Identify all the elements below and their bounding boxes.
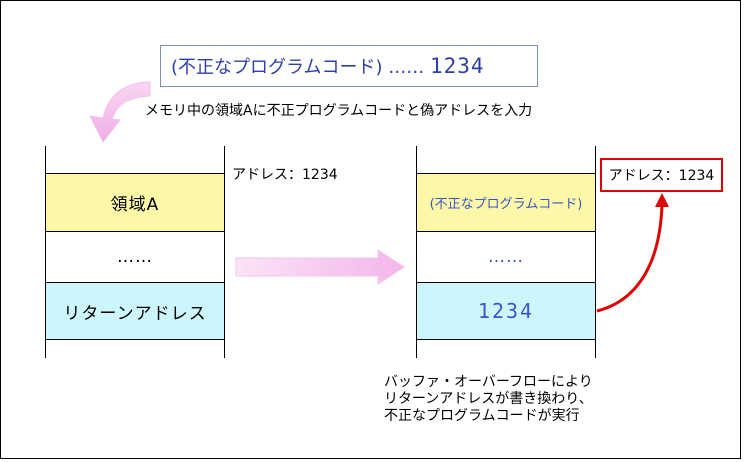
right-memory-stack: (不正なプログラムコード) …… 1234 [416, 146, 596, 358]
jump-arrow [596, 204, 664, 313]
left-memory-stack: 領域A …… リターンアドレス [45, 146, 225, 358]
right-ellipsis-label: …… [488, 247, 524, 267]
left-ellipsis-label: …… [117, 247, 153, 267]
caption-bottom-line2: リターンアドレスが書き換わり、 [384, 391, 593, 407]
caption-bottom-line3: 不正なプログラムコードが実行 [384, 408, 580, 424]
left-address-label: アドレス：1234 [232, 167, 338, 183]
caption-top: メモリ中の領域Aに不正プログラムコードと偽アドレスを入力 [145, 103, 533, 119]
caption-bottom-line1: バッファ・オーバーフローにより [384, 374, 593, 390]
payload-box: (不正なプログラムコード) …… 1234 [160, 45, 538, 87]
left-area-a-cell: 領域A [46, 173, 224, 231]
right-code-label: (不正なプログラムコード) [429, 197, 583, 212]
left-return-address-cell: リターンアドレス [46, 282, 224, 340]
jump-arrow-head [655, 193, 669, 207]
transition-arrow [235, 249, 405, 285]
right-ellipsis-cell: …… [417, 231, 595, 282]
right-address-label: アドレス：1234 [608, 168, 715, 184]
right-return-address-cell: 1234 [417, 282, 595, 340]
left-area-a-label: 領域A [110, 195, 160, 215]
caption-bottom: バッファ・オーバーフローにより リターンアドレスが書き換わり、 不正なプログラム… [384, 374, 593, 425]
right-code-cell: (不正なプログラムコード) [417, 173, 595, 231]
right-address-box: アドレス：1234 [600, 158, 723, 192]
right-return-address-value: 1234 [477, 299, 535, 323]
payload-text: (不正なプログラムコード) …… 1234 [171, 54, 485, 78]
left-ellipsis-cell: …… [46, 231, 224, 282]
payload-address: 1234 [429, 54, 485, 78]
left-return-address-label: リターンアドレス [63, 303, 207, 324]
curved-input-arrow [89, 81, 151, 143]
